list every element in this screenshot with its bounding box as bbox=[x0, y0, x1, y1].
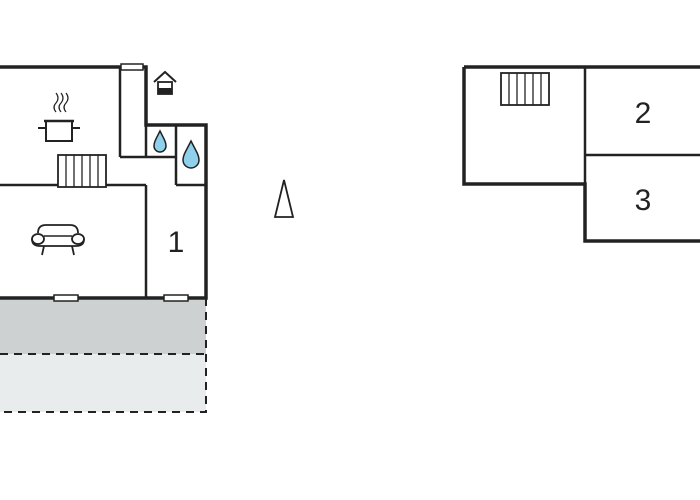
window-bedroom-1 bbox=[163, 294, 189, 302]
room-number-3: 3 bbox=[635, 184, 652, 217]
terrace-covered bbox=[0, 298, 206, 354]
window-living bbox=[53, 294, 79, 302]
staircase-icon bbox=[500, 72, 550, 106]
water-drop-icon bbox=[182, 139, 200, 169]
water-drop-icon bbox=[153, 129, 167, 153]
room-number-2: 2 bbox=[635, 97, 652, 130]
ground-floor: 1 bbox=[0, 63, 208, 413]
staircase-icon bbox=[57, 154, 107, 188]
fireplace-icon bbox=[153, 70, 177, 95]
window-top bbox=[120, 63, 144, 71]
terrace-outline bbox=[0, 298, 207, 413]
upper-floor: 2 3 bbox=[462, 65, 700, 243]
cooking-pot-icon bbox=[38, 92, 80, 142]
north-arrow-icon bbox=[273, 179, 295, 218]
terrace-open bbox=[0, 354, 206, 412]
sofa-icon bbox=[31, 224, 85, 256]
room-number-1: 1 bbox=[168, 226, 185, 259]
